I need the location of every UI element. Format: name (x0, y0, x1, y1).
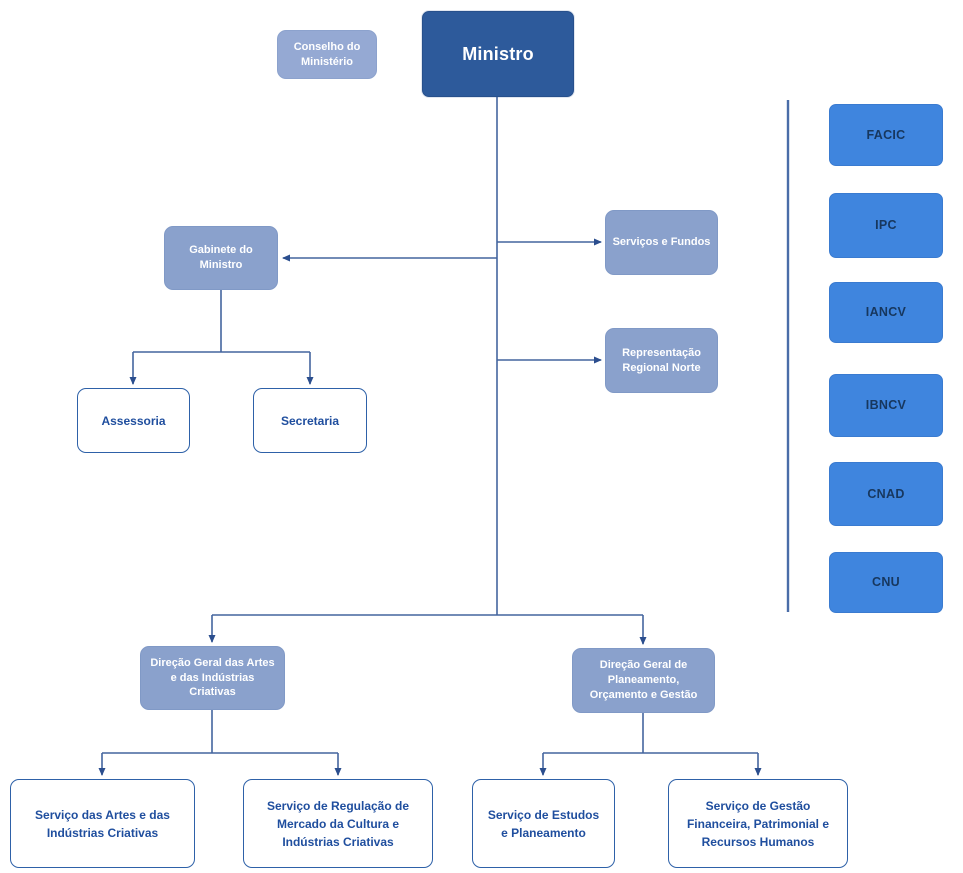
node-conselho-label: Conselho do Ministério (293, 40, 361, 68)
node-secretaria[interactable]: Secretaria (253, 388, 367, 453)
agency-label: CNAD (867, 486, 905, 501)
node-dg-artes-label: Direção Geral das Artes e das Indústrias… (150, 656, 275, 699)
node-servicos-fundos-label: Serviços e Fundos (612, 236, 711, 249)
agency-label: IPC (875, 218, 897, 233)
node-servico-regulacao-label: Serviço de Regulação de Mercado da Cultu… (266, 798, 410, 849)
agency-node-ipc[interactable]: IPC (829, 193, 943, 258)
agency-node-iancv[interactable]: IANCV (829, 282, 943, 343)
node-servico-estudos[interactable]: Serviço de Estudos e Planeamento (472, 779, 615, 868)
node-ministro[interactable]: Ministro (422, 11, 574, 97)
node-dg-planeamento[interactable]: Direção Geral de Planeamento, Orçamento … (572, 648, 715, 713)
node-gabinete-label: Gabinete do Ministro (189, 244, 253, 271)
node-gabinete-do-ministro[interactable]: Gabinete do Ministro (164, 226, 278, 290)
node-dg-planeamento-label: Direção Geral de Planeamento, Orçamento … (589, 659, 698, 701)
agency-node-facic[interactable]: FACIC (829, 104, 943, 166)
node-representacao-label: Representação Regional Norte (622, 346, 701, 374)
node-conselho-do-ministerio[interactable]: Conselho do Ministério (277, 30, 377, 79)
agency-label: CNU (872, 575, 900, 590)
node-assessoria-label: Assessoria (101, 413, 166, 428)
node-servico-artes[interactable]: Serviço das Artes e das Indústrias Criat… (10, 779, 195, 868)
node-servicos-e-fundos[interactable]: Serviços e Fundos (605, 210, 718, 275)
node-servico-estudos-label: Serviço de Estudos e Planeamento (487, 807, 600, 840)
agency-label: IANCV (865, 305, 907, 320)
node-assessoria[interactable]: Assessoria (77, 388, 190, 453)
agency-label: IBNCV (865, 398, 907, 413)
agency-label: FACIC (866, 127, 906, 142)
node-representacao-regional-norte[interactable]: Representação Regional Norte (605, 328, 718, 393)
node-servico-gestao[interactable]: Serviço de Gestão Financeira, Patrimonia… (668, 779, 848, 868)
node-servico-regulacao[interactable]: Serviço de Regulação de Mercado da Cultu… (243, 779, 433, 868)
agency-node-cnu[interactable]: CNU (829, 552, 943, 613)
node-ministro-label: Ministro (462, 43, 534, 64)
agency-node-cnad[interactable]: CNAD (829, 462, 943, 526)
node-dg-artes[interactable]: Direção Geral das Artes e das Indústrias… (140, 646, 285, 710)
node-servico-gestao-label: Serviço de Gestão Financeira, Patrimonia… (686, 798, 830, 849)
node-secretaria-label: Secretaria (280, 413, 340, 428)
node-servico-artes-label: Serviço das Artes e das Indústrias Criat… (35, 807, 170, 840)
agency-node-ibncv[interactable]: IBNCV (829, 374, 943, 437)
